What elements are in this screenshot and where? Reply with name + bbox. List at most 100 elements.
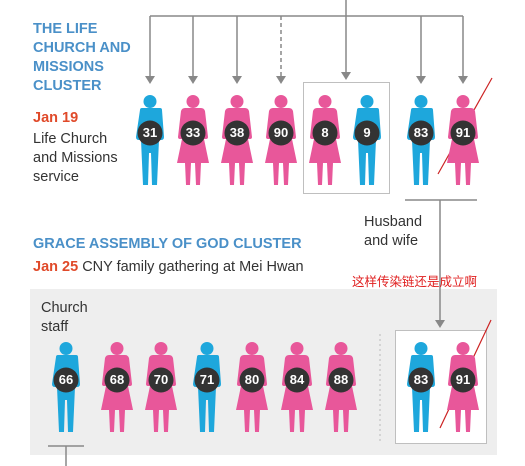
female-figure: 8 (296, 95, 354, 185)
age-label: 68 (109, 372, 125, 387)
staff-label-line: staff (41, 319, 69, 335)
female-figure: 88 (312, 342, 370, 432)
male-figure: 31 (121, 95, 179, 185)
figure-body (177, 108, 209, 185)
figure-head (414, 95, 428, 108)
age-label: 33 (185, 125, 201, 140)
female-person-icon (177, 95, 209, 185)
figure-body (407, 355, 435, 432)
figure-head (154, 342, 168, 355)
figure-body (265, 108, 297, 185)
age-badge (268, 120, 294, 146)
male-figure: 9 (338, 95, 396, 185)
female-person-icon (447, 95, 479, 185)
age-label: 88 (333, 372, 349, 387)
age-badge (408, 120, 434, 146)
female-figure: 91 (434, 95, 492, 185)
age-label: 66 (58, 372, 74, 387)
age-badge (284, 367, 310, 393)
age-label: 38 (229, 125, 245, 140)
figure-body (309, 108, 341, 185)
female-figure: 33 (164, 95, 222, 185)
figure-body (101, 355, 133, 432)
figure-body (193, 355, 221, 432)
female-person-icon (236, 342, 268, 432)
figure-body (325, 355, 357, 432)
age-badge (148, 367, 174, 393)
female-figure: 91 (434, 342, 492, 432)
figure-head (274, 95, 288, 108)
figure-head (456, 95, 470, 108)
figure-head (414, 342, 428, 355)
figure-head (143, 95, 157, 108)
event-line: Life Church (33, 131, 108, 147)
arrow-3 (232, 76, 242, 84)
age-label: 84 (289, 372, 305, 387)
female-person-icon (221, 95, 253, 185)
title-line: CLUSTER (33, 78, 102, 94)
age-label: 83 (413, 125, 429, 140)
figure-body (236, 355, 268, 432)
figure-head (334, 342, 348, 355)
age-badge (450, 367, 476, 393)
male-figure: 66 (37, 342, 95, 432)
age-label: 71 (199, 372, 215, 387)
event-line: service (33, 169, 79, 185)
age-label: 91 (455, 125, 471, 140)
figure-head (245, 342, 259, 355)
age-badge (53, 367, 79, 393)
age-label: 90 (273, 125, 289, 140)
figure-head (360, 95, 374, 108)
age-badge (312, 120, 338, 146)
figure-head (59, 342, 73, 355)
age-badge (239, 367, 265, 393)
age-badge (328, 367, 354, 393)
arrow-2 (188, 76, 198, 84)
figure-head (186, 95, 200, 108)
event-line: and Missions (33, 150, 118, 166)
age-label: 70 (153, 372, 169, 387)
figure-head (110, 342, 124, 355)
male-figure: 71 (178, 342, 236, 432)
title-line: CHURCH AND (33, 40, 131, 56)
arrow-4 (276, 76, 286, 84)
arrow-family (341, 72, 351, 80)
cluster2-event-line: Jan 25 CNY family gathering at Mei Hwan (33, 259, 304, 275)
figure-body (52, 355, 80, 432)
age-badge (450, 120, 476, 146)
female-person-icon (265, 95, 297, 185)
arrow-7 (416, 76, 426, 84)
female-figure: 70 (132, 342, 190, 432)
male-figure: 83 (392, 342, 450, 432)
male-person-icon (407, 342, 435, 432)
age-label: 80 (244, 372, 260, 387)
male-person-icon (136, 95, 164, 185)
female-person-icon (281, 342, 313, 432)
figure-head (230, 95, 244, 108)
annotation-note: 这样传染链还是成立啊 (352, 275, 478, 289)
age-badge (408, 367, 434, 393)
cluster1-date: Jan 19 (33, 110, 79, 126)
male-person-icon (353, 95, 381, 185)
age-badge (180, 120, 206, 146)
figure-body (447, 108, 479, 185)
figure-head (318, 95, 332, 108)
figure-head (290, 342, 304, 355)
couple-label-line: Husband (364, 214, 423, 230)
male-person-icon (193, 342, 221, 432)
figure-body (136, 108, 164, 185)
age-label: 91 (455, 372, 471, 387)
figure-body (145, 355, 177, 432)
female-figure: 38 (208, 95, 266, 185)
cluster2-title: GRACE ASSEMBLY OF GOD CLUSTER (33, 236, 302, 252)
couple-label-line: and wife (364, 233, 419, 249)
male-person-icon (407, 95, 435, 185)
figure-body (221, 108, 253, 185)
male-figure: 83 (392, 95, 450, 185)
female-person-icon (325, 342, 357, 432)
female-person-icon (101, 342, 133, 432)
age-badge (137, 120, 163, 146)
figure-head (200, 342, 214, 355)
